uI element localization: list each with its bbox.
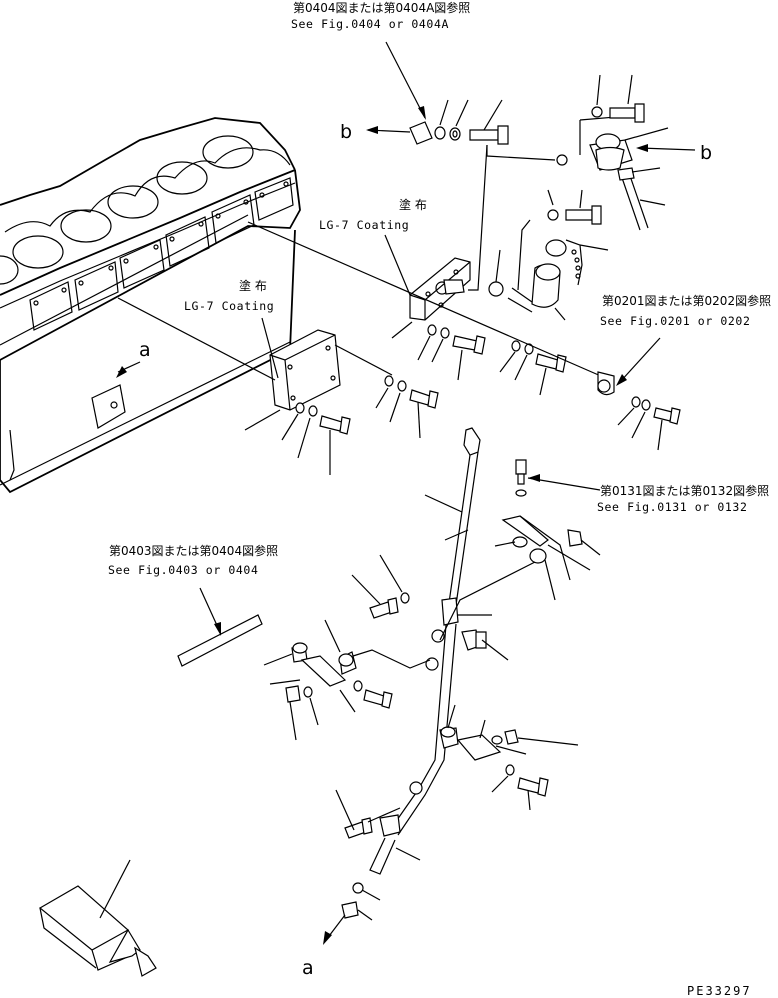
- ref-a-lower: a: [302, 957, 314, 979]
- callout-coating-lower-en: LG-7 Coating: [184, 299, 275, 313]
- bolt-fig0131: [515, 459, 601, 497]
- callout-fig0404-jp: 第0404図または第0404A図参照: [293, 1, 471, 15]
- bolt-lower-left: [335, 789, 401, 839]
- bolt-set-plate-lower: [281, 375, 439, 475]
- support-bracket-lower: [439, 629, 579, 811]
- callout-fig0404-en: See Fig.0404 or 0404A: [291, 17, 449, 31]
- dipstick-gauge: [38, 859, 157, 977]
- drawing-code: PE33297: [687, 984, 752, 998]
- engine-block: [0, 117, 301, 494]
- dipstick-guide-tube: [323, 427, 492, 945]
- tube-clamp: [597, 337, 681, 451]
- callout-fig0403-en: See Fig.0403 or 0404: [108, 563, 259, 577]
- ref-a-upper: a: [139, 339, 151, 361]
- cover-plate-lower: [117, 297, 393, 431]
- callout-fig0201-en: See Fig.0201 or 0202: [600, 314, 751, 328]
- bolt-left-middle: [351, 554, 410, 619]
- callout-fig0403-jp: 第0403図または第0404図参照: [109, 544, 279, 558]
- callout-coating-upper-en: LG-7 Coating: [319, 218, 410, 232]
- callout-coating-upper-jp: 塗 布: [399, 198, 427, 212]
- sensor-assembly-b-right: [579, 74, 696, 231]
- bolt-set-plate-upper: [417, 324, 567, 396]
- ref-b-right: b: [700, 142, 713, 164]
- callout-fig0131-jp: 第0131図または第0132図参照: [600, 484, 770, 498]
- stay-bar: [177, 587, 263, 667]
- tube-connector-b-left: [366, 121, 509, 145]
- elbow-connector: [488, 189, 609, 321]
- callout-fig0201-jp: 第0201図または第0202図参照: [602, 294, 772, 308]
- ref-b-left: b: [340, 121, 353, 143]
- cover-plate-upper: [384, 234, 471, 339]
- callout-fig0131-en: See Fig.0131 or 0132: [597, 500, 748, 514]
- mounting-hardware-lower-left: [263, 619, 431, 741]
- callout-coating-lower-jp: 塗 布: [239, 279, 267, 293]
- support-bracket-upper: [439, 515, 601, 641]
